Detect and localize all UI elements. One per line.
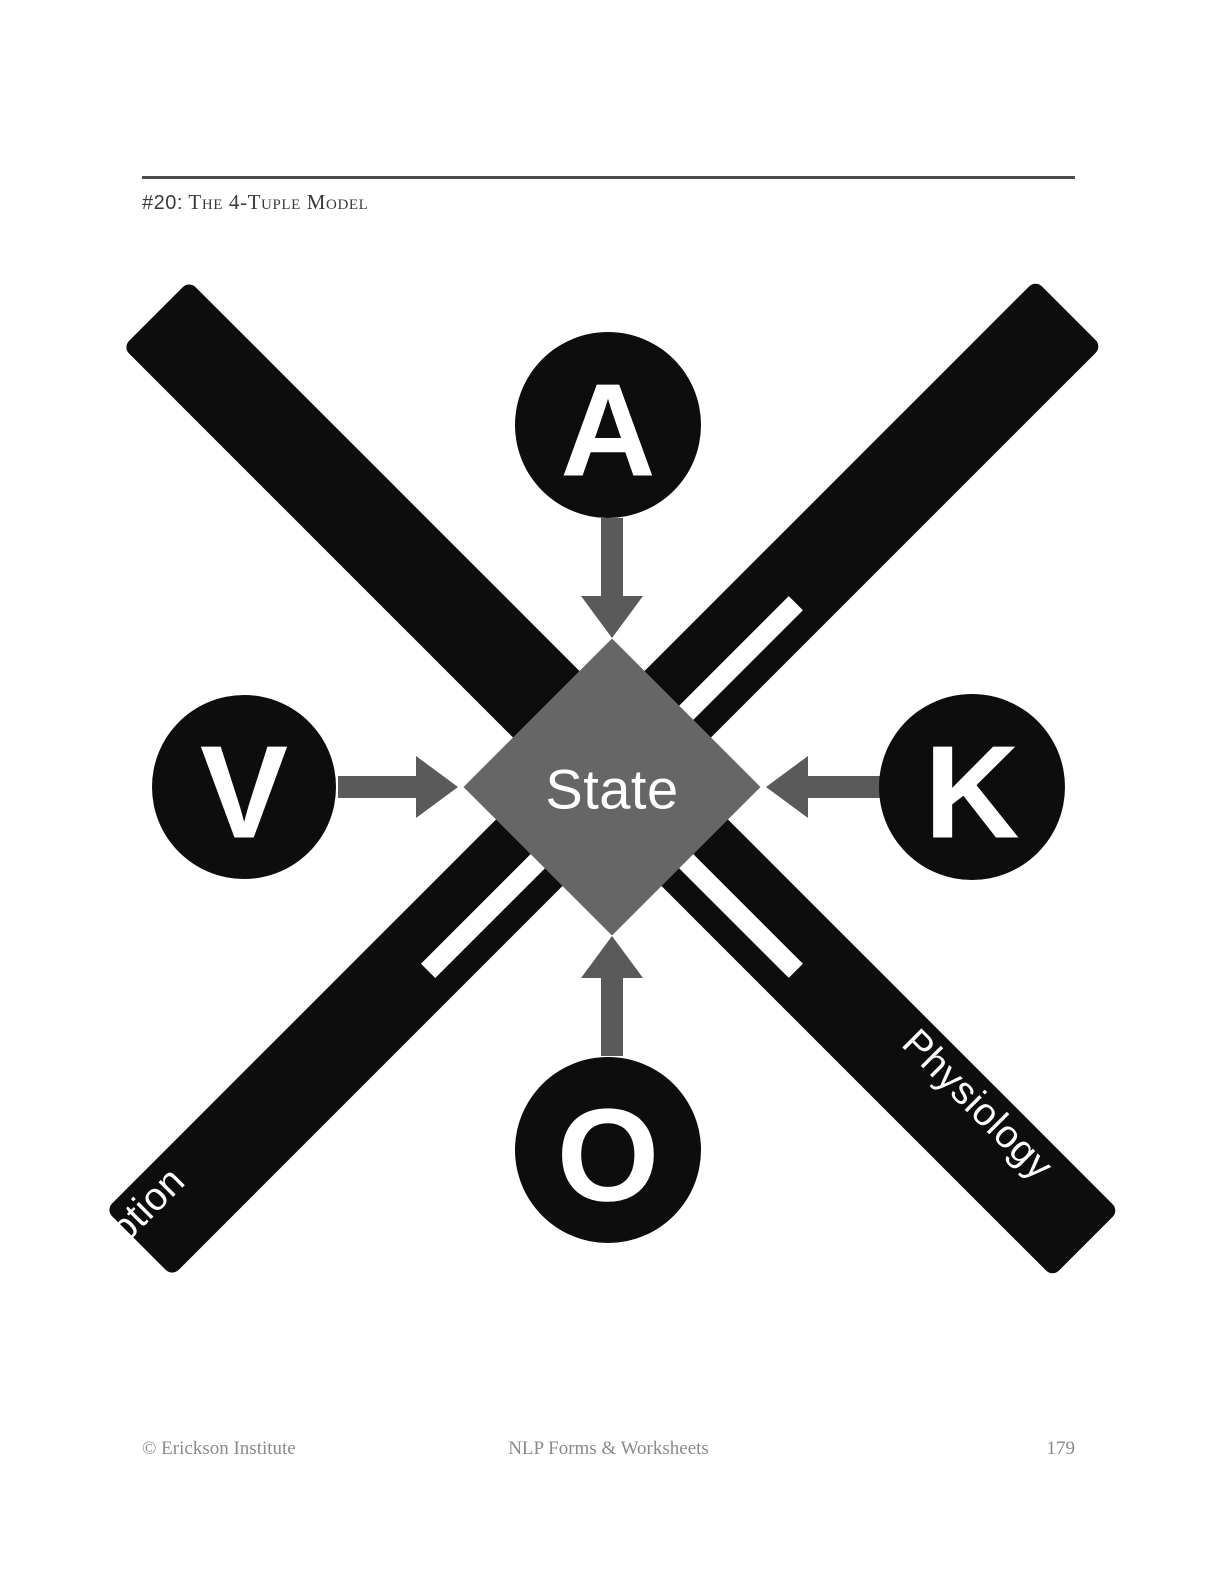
state-diamond: State	[463, 638, 761, 936]
state-label: State	[545, 758, 678, 821]
page-title: #20: The 4-Tuple Model	[142, 190, 1075, 215]
circle-o-shape	[515, 1057, 701, 1243]
arrow-shaft-v	[338, 776, 422, 798]
footer-page-number: 179	[1046, 1438, 1076, 1459]
arrow-from-o-to-state	[581, 936, 643, 1056]
page-title-number: #20:	[142, 192, 183, 214]
circle-o-letter: O	[557, 1082, 660, 1229]
arrow-head-v	[416, 756, 458, 818]
arrow-head-k	[766, 756, 808, 818]
circle-v-letter: V	[200, 719, 288, 866]
footer-document-title: NLP Forms & Worksheets	[508, 1438, 709, 1459]
arrow-shaft-o	[601, 972, 623, 1056]
arrow-from-v-to-state	[338, 756, 458, 818]
page-header: #20: The 4-Tuple Model	[142, 176, 1075, 215]
page-footer: © Erickson Institute NLP Forms & Workshe…	[142, 1438, 1075, 1464]
arrow-shaft-k	[802, 776, 886, 798]
node-circle-a: A	[515, 332, 701, 518]
state-diamond-shape	[463, 638, 761, 936]
arrow-head-o	[581, 936, 643, 978]
arrow-from-k-to-state	[766, 756, 886, 818]
circle-a-shape	[515, 332, 701, 518]
arrow-from-a-to-state	[581, 518, 643, 638]
circle-v-shape	[152, 695, 336, 879]
footer-copyright: © Erickson Institute	[142, 1438, 296, 1459]
circle-k-shape	[879, 694, 1065, 880]
circle-k-letter: K	[924, 719, 1019, 866]
arrow-head-a	[581, 596, 643, 638]
node-circle-k: K	[879, 694, 1065, 880]
arrow-shaft-a	[601, 518, 623, 602]
node-circle-o: O	[515, 1057, 701, 1243]
header-divider-rule	[142, 176, 1075, 179]
page-title-text: The 4-Tuple Model	[188, 190, 369, 214]
node-circle-v: V	[152, 695, 336, 879]
four-tuple-diagram: State Language Meaning Sensory Perceptio…	[0, 270, 1224, 1280]
circle-a-letter: A	[560, 357, 655, 504]
